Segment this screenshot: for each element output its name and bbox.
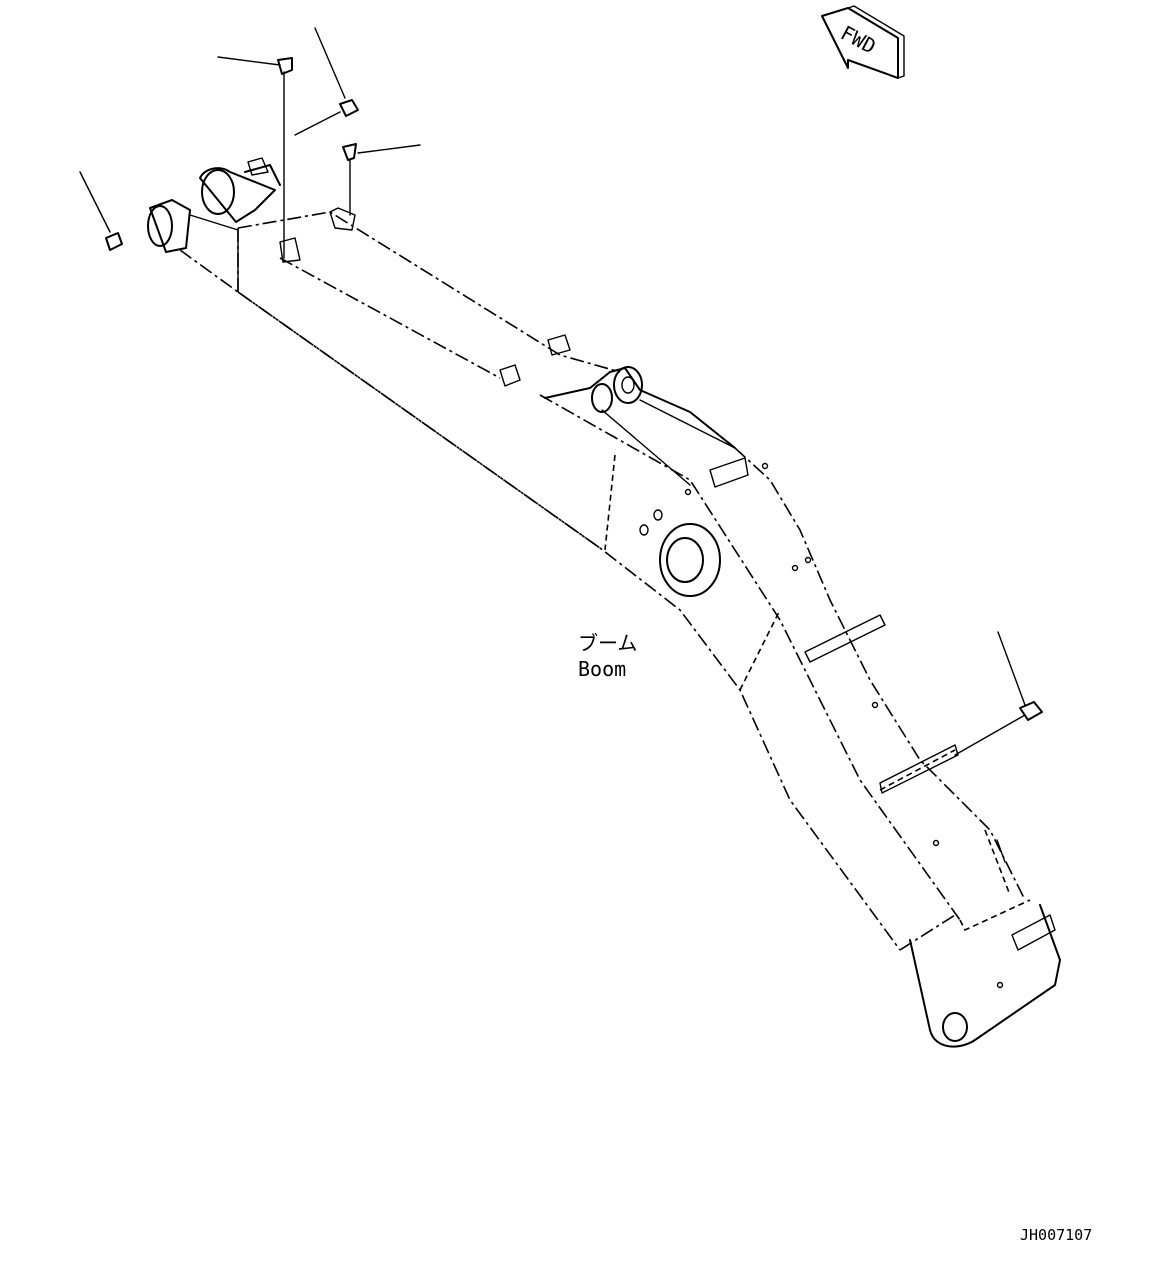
grease-cap-icon (342, 143, 357, 161)
grease-cap-icon (277, 57, 293, 75)
leader-lines (79, 27, 1026, 756)
drawing-number: JH007107 (1020, 1226, 1092, 1244)
grease-cap-icon (339, 99, 359, 117)
part-label-japanese: ブーム (578, 631, 637, 655)
grease-cap-icon (105, 232, 123, 251)
part-label-english: Boom (578, 657, 626, 681)
fwd-arrow: FWD (821, 5, 905, 79)
boom-body (147, 157, 1061, 1048)
grease-cap-icon (1019, 701, 1043, 721)
fwd-label: FWD (837, 21, 880, 59)
